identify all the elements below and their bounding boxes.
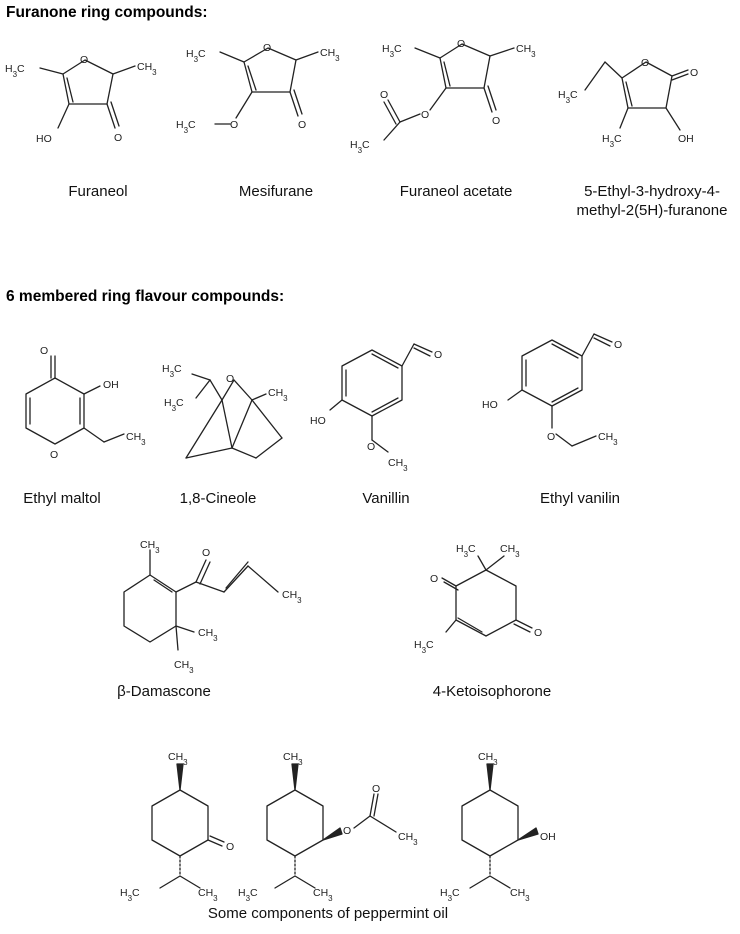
atom-label: O <box>226 373 234 385</box>
atom-label: O <box>614 339 622 351</box>
atom-label: H3C <box>558 89 578 105</box>
atom-label: CH3 <box>198 887 218 903</box>
ethyl-furanone-label-line1: 5-Ethyl-3-hydroxy-4- <box>584 183 720 200</box>
atom-label: O <box>641 57 649 69</box>
atom-label: CH3 <box>126 431 146 447</box>
atom-label: O <box>430 573 438 585</box>
atom-label: H3C <box>164 397 184 413</box>
cineole-label: 1,8-Cineole <box>179 490 257 507</box>
atom-label: O <box>114 132 122 144</box>
atom-label: CH3 <box>198 627 218 643</box>
atom-label: O <box>372 783 380 795</box>
peppermint-caption: Some components of peppermint oil <box>207 905 449 922</box>
atom-label: O <box>298 119 306 131</box>
atom-label: CH3 <box>478 751 498 767</box>
atom-label: CH3 <box>282 589 302 605</box>
damascone-label: β-Damascone <box>117 683 211 700</box>
ethyl-furanone-label: 5-Ethyl-3-hydroxy-4- methyl-2(5H)-furano… <box>577 182 728 220</box>
atom-label: H3C <box>602 133 622 149</box>
atom-label: CH3 <box>168 751 188 767</box>
atom-label: O <box>421 109 429 121</box>
atom-label: O <box>50 449 58 461</box>
atom-label: O <box>80 54 88 66</box>
atom-label: H3C <box>238 887 258 903</box>
atom-label: OH <box>540 831 556 843</box>
ethyl-vanilin-structure: O HO O CH3 <box>482 333 622 447</box>
atom-label: HO <box>482 399 498 411</box>
damascone-structure: CH3 O CH3 CH3 CH3 <box>123 539 302 675</box>
furanone-section-heading: Furanone ring compounds: <box>6 4 208 21</box>
menthyl-acetate-structure: CH3 O O CH3 H3C CH3 <box>238 751 418 903</box>
atom-label: CH3 <box>268 387 288 403</box>
furaneol-acetate-structure: O H3C CH3 O O H3C O <box>350 38 536 155</box>
atom-label: O <box>367 441 375 453</box>
atom-label: O <box>690 67 698 79</box>
atom-label: H3C <box>414 639 434 655</box>
atom-label: H3C <box>186 48 206 64</box>
ethyl-furanone-label-line2: methyl-2(5H)-furanone <box>576 202 728 219</box>
atom-label: O <box>547 431 555 443</box>
ketoisophorone-label: 4-Ketoisophorone <box>432 683 552 700</box>
atom-label: CH3 <box>174 659 194 675</box>
ethyl-vanilin-label: Ethyl vanilin <box>539 490 621 507</box>
atom-label: HO <box>310 415 326 427</box>
mesifurane-label: Mesifurane <box>238 183 314 200</box>
atom-label: CH3 <box>320 47 340 63</box>
vanillin-structure: O HO O CH3 <box>310 343 442 473</box>
atom-label: H3C <box>350 139 370 155</box>
atom-label: O <box>202 547 210 559</box>
atom-label: H3C <box>5 63 25 79</box>
atom-label: O <box>230 119 238 131</box>
atom-label: O <box>40 345 48 357</box>
atom-label: O <box>492 115 500 127</box>
atom-label: CH3 <box>516 43 536 59</box>
atom-label: CH3 <box>598 431 618 447</box>
atom-label: CH3 <box>313 887 333 903</box>
atom-label: CH3 <box>283 751 303 767</box>
atom-label: O <box>434 349 442 361</box>
six-ring-section-heading: 6 membered ring flavour compounds: <box>6 288 285 305</box>
atom-label: H3C <box>456 543 476 559</box>
atom-label: O <box>457 38 465 50</box>
atom-label: O <box>343 825 351 837</box>
menthone-structure: CH3 O H3C CH3 <box>120 751 234 903</box>
atom-label: O <box>226 841 234 853</box>
atom-label: CH3 <box>398 831 418 847</box>
atom-label: CH3 <box>137 61 157 77</box>
atom-label: O <box>534 627 542 639</box>
atom-label: CH3 <box>510 887 530 903</box>
atom-label: H3C <box>440 887 460 903</box>
ethyl-maltol-structure: O OH O CH3 <box>25 345 146 461</box>
ketoisophorone-structure: H3C CH3 O O H3C <box>414 543 542 655</box>
vanillin-label: Vanillin <box>362 490 410 507</box>
cineole-structure: O H3C H3C CH3 <box>162 363 288 459</box>
atom-label: OH <box>103 379 119 391</box>
ethyl-furanone-structure: O O H3C H3C OH <box>558 57 698 149</box>
furaneol-structure: O H3C CH3 HO O <box>5 54 157 145</box>
ethyl-maltol-label: Ethyl maltol <box>23 490 101 507</box>
atom-label: H3C <box>162 363 182 379</box>
atom-label: CH3 <box>140 539 160 555</box>
mesifurane-structure: O H3C CH3 H3C O O <box>176 42 340 135</box>
atom-label: OH <box>678 133 694 145</box>
atom-label: HO <box>36 133 52 145</box>
atom-label: CH3 <box>500 543 520 559</box>
atom-label: O <box>263 42 271 54</box>
atom-label: H3C <box>382 43 402 59</box>
atom-label: H3C <box>120 887 140 903</box>
atom-label: O <box>380 89 388 101</box>
menthol-structure: CH3 OH H3C CH3 <box>440 751 556 903</box>
furaneol-label: Furaneol <box>68 183 128 200</box>
atom-label: H3C <box>176 119 196 135</box>
furaneol-acetate-label: Furaneol acetate <box>399 183 513 200</box>
atom-label: CH3 <box>388 457 408 473</box>
